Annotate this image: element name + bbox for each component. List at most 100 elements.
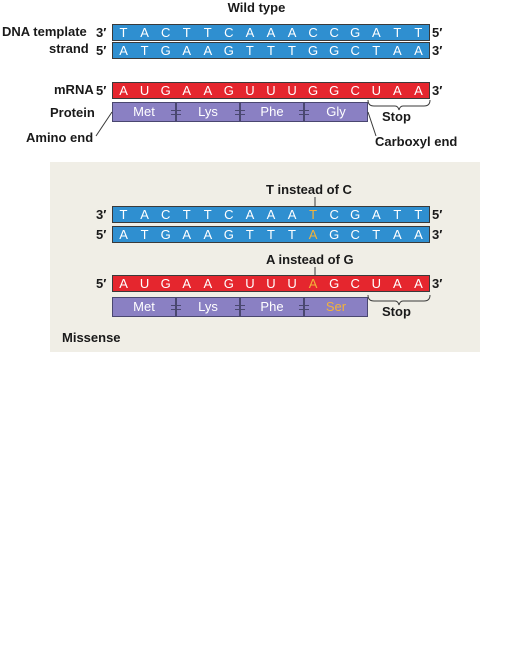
base: A (287, 25, 297, 40)
base: A (119, 227, 128, 242)
protein-label: Protein (50, 105, 95, 120)
wt-coding-right-end: 3′ (432, 43, 443, 58)
wt-mrna-right-end: 3′ (432, 83, 443, 98)
base: G (350, 207, 361, 222)
base: A (140, 25, 149, 40)
wt-stop-label: Stop (382, 109, 411, 124)
base: G (223, 83, 234, 98)
base: A (182, 83, 192, 98)
base: A (203, 83, 213, 98)
missense-panel (50, 162, 480, 352)
ms-bond-2 (235, 305, 245, 310)
base: A (308, 227, 318, 242)
base: G (329, 276, 340, 291)
ms-coding-left-end: 5′ (96, 227, 107, 242)
base: T (414, 25, 423, 40)
base: A (203, 227, 213, 242)
base: T (372, 43, 381, 58)
base: G (160, 227, 171, 242)
base: C (329, 25, 339, 40)
wt-bond-1 (171, 110, 181, 115)
base: T (288, 43, 296, 58)
amino-end-leader (95, 111, 113, 137)
base: G (223, 227, 234, 242)
base: U (287, 276, 297, 291)
template-annotation: T instead of C (266, 182, 352, 197)
base: T (393, 25, 402, 40)
base: A (414, 276, 423, 291)
base: C (350, 227, 360, 242)
base: U (266, 276, 276, 291)
base: U (266, 83, 276, 98)
ms-mrna-right-end: 3′ (432, 276, 443, 291)
base: G (329, 227, 340, 242)
base: G (223, 276, 234, 291)
base: U (139, 276, 150, 291)
base: C (350, 43, 360, 58)
base: A (203, 276, 213, 291)
base: U (245, 83, 255, 98)
ms-amino-acid-lys: Lys (176, 297, 240, 317)
mrna-annotation: A instead of G (266, 252, 354, 267)
base: G (329, 83, 340, 98)
base: G (308, 43, 319, 58)
base: G (223, 43, 234, 58)
base: A (308, 276, 318, 291)
carboxyl-end-label: Carboxyl end (375, 134, 458, 149)
base: G (329, 43, 340, 58)
carboxyl-end-leader (367, 111, 377, 137)
ms-stop-label: Stop (382, 304, 411, 319)
ms-template-left-end: 3′ (96, 207, 107, 222)
base: A (119, 83, 128, 98)
base: G (350, 25, 361, 40)
base: T (414, 207, 423, 222)
base: T (140, 43, 149, 58)
base: A (140, 207, 149, 222)
ms-bond-3 (299, 305, 309, 310)
dna-template-label: DNA template (2, 24, 87, 39)
base: U (371, 83, 381, 98)
base: A (119, 43, 128, 58)
base: T (119, 25, 128, 40)
base: C (350, 276, 360, 291)
base: U (139, 83, 150, 98)
base: A (393, 83, 402, 98)
base: T (266, 227, 275, 242)
base: G (160, 276, 171, 291)
ms-template-right-end: 5′ (432, 207, 443, 222)
wt-amino-acid-phe: Phe (240, 102, 304, 122)
wild-type-title: Wild type (227, 0, 286, 15)
base: C (224, 25, 234, 40)
base: T (119, 207, 128, 222)
base: T (182, 25, 191, 40)
ms-mrna-left-end: 5′ (96, 276, 107, 291)
mrna-label: mRNA (54, 82, 94, 97)
base: U (287, 83, 297, 98)
base: A (393, 276, 402, 291)
base: C (160, 25, 171, 40)
base: A (414, 43, 423, 58)
base: T (245, 43, 254, 58)
base: A (119, 276, 128, 291)
wt-mrna-left-end: 5′ (96, 83, 107, 98)
ms-coding-right-end: 3′ (432, 227, 443, 242)
base: C (329, 207, 339, 222)
wt-template-right-end: 5′ (432, 25, 443, 40)
base: G (308, 83, 319, 98)
base: T (288, 227, 296, 242)
base: C (308, 25, 318, 40)
base: A (203, 43, 213, 58)
base: A (414, 227, 423, 242)
base: C (160, 207, 171, 222)
ms-bond-1 (171, 305, 181, 310)
base: T (266, 43, 275, 58)
ms-amino-acid-phe: Phe (240, 297, 304, 317)
base: T (309, 207, 318, 222)
base: A (182, 276, 192, 291)
